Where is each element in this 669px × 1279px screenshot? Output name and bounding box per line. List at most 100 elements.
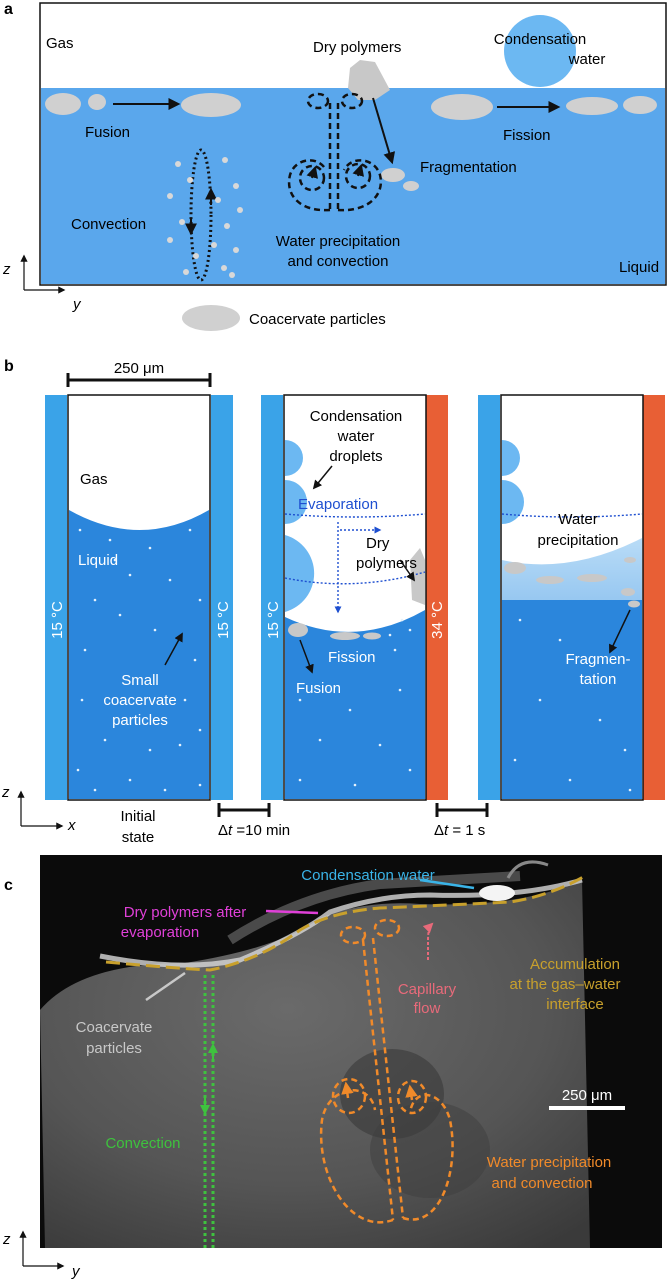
fragmentation-b-label-2: tation [580, 671, 617, 688]
panel-b: b 250 μm Gas Liquid 15 °C 15 °C Small co… [1, 358, 665, 846]
panel-a-gas-label: Gas [46, 35, 74, 52]
precip-arrow-2 [352, 163, 364, 177]
panel-c-accumulation-label-1: Accumulation [530, 956, 620, 973]
small-particles-label-1: Small [121, 672, 159, 689]
fusion-particle-1 [45, 93, 81, 115]
dry-polymers-b-label-1: Dry [366, 535, 390, 552]
fragmentation-b-label-1: Fragmen- [565, 651, 630, 668]
container-2-liquid [285, 610, 425, 799]
panel-a-condensation-label-1: Condensation [494, 31, 587, 48]
container-3-particles [513, 618, 632, 792]
container-1-particles [76, 528, 202, 792]
container-1-liquid [69, 510, 209, 799]
fission-particle-2 [623, 96, 657, 114]
container-3-particles-gray [504, 557, 640, 608]
condensation-bright-spot [479, 885, 515, 901]
container-3-droplets [502, 440, 524, 524]
condensation-droplets-label-1: Condensation [310, 408, 403, 425]
panel-c-capillary-label-1: Capillary [398, 981, 457, 998]
panel-b-label: b [4, 358, 14, 375]
fission-particle-large [431, 94, 493, 120]
panel-a-fusion-label: Fusion [85, 124, 130, 141]
panel-c-accumulation-label-2: at the gas–water [510, 976, 621, 993]
water-precip-b-label-2: precipitation [538, 532, 619, 549]
condensation-water-drop [504, 15, 576, 87]
gas-water-interface-line [105, 874, 586, 972]
panel-a-y-label: y [72, 296, 82, 313]
fusion-b-arrow [299, 639, 314, 674]
container-2-droplets [285, 440, 315, 612]
panel-c-y-label: y [71, 1263, 81, 1279]
dry-polymer-shape [348, 60, 390, 100]
hot-plate-3 [643, 395, 665, 800]
legend-particle [182, 305, 240, 331]
temp-label-1-left: 15 °C [49, 601, 66, 639]
dry-polymers-b-label-2: polymers [356, 555, 417, 572]
fission-particle-1 [566, 97, 618, 115]
panel-a-legend-label: Coacervate particles [249, 311, 386, 328]
panel-a-z-label: z [2, 261, 11, 278]
panel-c-label: c [4, 877, 13, 894]
temp-label-2-right: 34 °C [429, 601, 446, 639]
panel-b-scale-label: 250 μm [114, 360, 164, 377]
dry-polymers-b-arrow [399, 559, 416, 582]
temp-label-1-right: 15 °C [215, 601, 232, 639]
initial-state-label-1: Initial [120, 808, 155, 825]
container-2-dry-polymer [410, 548, 425, 605]
panel-c-coacervate-label-2: particles [86, 1040, 142, 1057]
cold-plate-1-left [45, 395, 67, 800]
small-particles-label-3: particles [112, 712, 168, 729]
dt2-label: Δt = 1 s [434, 822, 485, 839]
dry-polymer-band [227, 871, 521, 945]
condensation-bubble-outline [506, 860, 549, 879]
condensation-droplets-label-3: droplets [329, 448, 382, 465]
panel-a-fission-label: Fission [503, 127, 551, 144]
panel-a-condensation-label-2: water [568, 51, 606, 68]
panel-c-water-precip-label-2: and convection [492, 1175, 593, 1192]
fission-b-label: Fission [328, 649, 376, 666]
capillary-flow-arrow [422, 922, 434, 960]
panel-b-liquid-label: Liquid [78, 552, 118, 569]
panel-b-z-label: z [1, 784, 10, 801]
fusion-particle-merged [181, 93, 241, 117]
panel-c-z-label: z [2, 1231, 11, 1248]
container-2-fission-particles [288, 623, 381, 640]
panel-a: a Gas Dry polymers Condensation water Fu… [2, 1, 667, 331]
container-2-particles [298, 618, 412, 787]
condensation-droplets-label-2: water [337, 428, 375, 445]
hot-plate-2 [426, 395, 448, 800]
water-precip-b-label-1: Water [558, 511, 597, 528]
small-particles-arrow [164, 632, 183, 666]
panel-b-gas-label: Gas [80, 471, 108, 488]
fragment-1 [381, 168, 405, 182]
convection-loop [189, 148, 213, 282]
coacervate-pointer [145, 971, 186, 1002]
panel-a-label: a [4, 1, 13, 18]
panel-c-water-precip-label-1: Water precipitation [487, 1154, 612, 1171]
initial-state-label-2: state [122, 829, 155, 846]
panel-a-liquid-label: Liquid [619, 259, 659, 276]
orange-arrow-1 [341, 1081, 354, 1099]
temp-label-2-left: 15 °C [265, 601, 282, 639]
dt1-label: Δt =10 min [218, 822, 290, 839]
evaporation-label: Evaporation [298, 496, 378, 513]
panel-c-capillary-label-2: flow [414, 1000, 441, 1017]
small-particles-label-2: coacervate [103, 692, 176, 709]
panel-a-dry-polymers-label: Dry polymers [313, 39, 401, 56]
orange-arrow-2 [405, 1084, 418, 1101]
panel-c-coacervate-label-1: Coacervate [76, 1019, 153, 1036]
panel-c-dry-polymers-label-2: evaporation [121, 924, 199, 941]
condensation-pointer [419, 878, 475, 890]
panel-a-convection-label: Convection [71, 216, 146, 233]
fusion-particle-2 [88, 94, 106, 110]
fragment-2 [403, 181, 419, 191]
dark-region-2 [370, 1102, 490, 1198]
fusion-b-label: Fusion [296, 680, 341, 697]
cold-plate-2 [261, 395, 283, 800]
panel-c-dry-polymers-label-1: Dry polymers after [124, 904, 247, 921]
droplets-arrow [312, 465, 333, 490]
fragmentation-b-arrow [609, 609, 631, 654]
panel-a-water-precip-label-2: and convection [288, 253, 389, 270]
panel-c-accumulation-label-3: interface [546, 996, 604, 1013]
